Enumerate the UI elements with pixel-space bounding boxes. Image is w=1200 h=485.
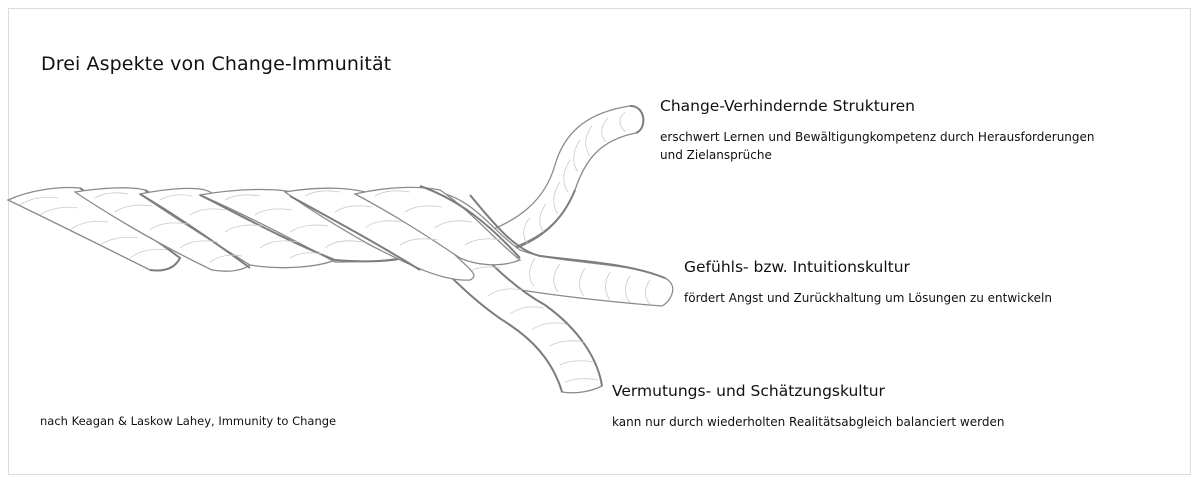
strand-description-structures: erschwert Lernen und Bewältigungkompeten… bbox=[660, 128, 1095, 164]
strand-description-line: erschwert Lernen und Bewältigungkompeten… bbox=[660, 130, 1095, 144]
strand-heading-structures: Change-Verhindernde Strukturen bbox=[660, 97, 916, 115]
rope-twisted-body bbox=[6, 185, 522, 281]
rope-strand-feeling-culture bbox=[419, 189, 674, 307]
strand-description-line: und Zielansprüche bbox=[660, 148, 772, 162]
strand-heading-assumption-culture: Vermutungs- und Schätzungskultur bbox=[612, 382, 885, 400]
strand-description-assumption-culture: kann nur durch wiederholten Realitätsabg… bbox=[612, 415, 1005, 429]
source-citation: nach Keagan & Laskow Lahey, Immunity to … bbox=[40, 414, 337, 428]
strand-description-feeling-culture: fördert Angst und Zurückhaltung um Lösun… bbox=[684, 291, 1052, 305]
diagram-title: Drei Aspekte von Change-Immunität bbox=[41, 53, 392, 75]
strand-heading-feeling-culture: Gefühls- bzw. Intuitionskultur bbox=[684, 258, 910, 276]
